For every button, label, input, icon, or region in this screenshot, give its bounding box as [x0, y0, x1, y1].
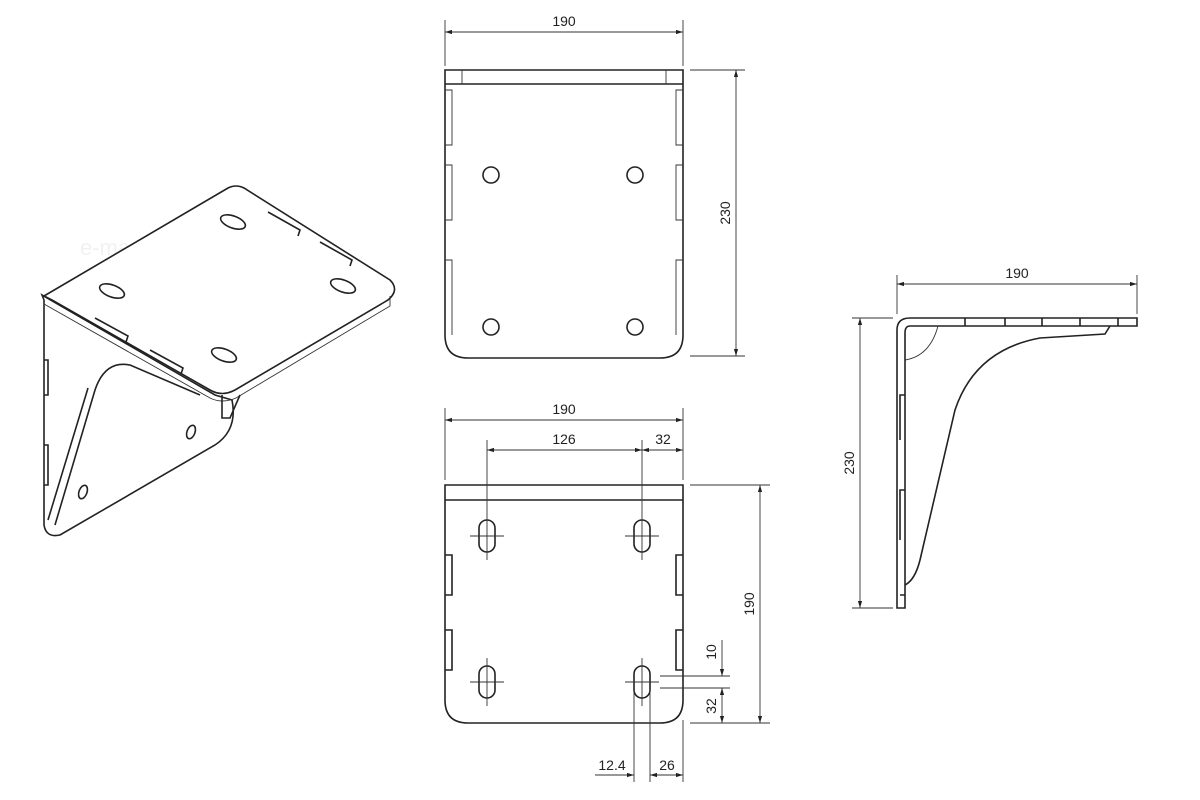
dimension-slot-side-offset: 26 — [659, 757, 675, 773]
side-view: 190 230 — [841, 265, 1138, 609]
gusset-edge — [54, 363, 201, 526]
vertical-plate — [40, 293, 234, 537]
round-holes — [482, 166, 644, 336]
front-view: 190 230 — [444, 13, 745, 359]
dimension-slot-length: 10 — [703, 644, 719, 660]
bottom-plate — [444, 484, 684, 724]
dimension-width: 190 — [552, 13, 576, 29]
front-plate — [444, 69, 684, 359]
dimension-edge-offset: 32 — [655, 431, 671, 447]
dimension-width: 190 — [552, 401, 576, 417]
slot-holes — [98, 214, 357, 363]
dimension-hole-spacing: 126 — [552, 431, 576, 447]
mount-hole — [185, 424, 197, 440]
dimension-width: 190 — [1005, 265, 1029, 281]
dimension-height: 190 — [741, 592, 757, 616]
bottom-view: 190 126 32 190 10 32 12.4 26 — [444, 401, 770, 782]
top-plate — [42, 185, 396, 395]
dimension-height: 230 — [841, 451, 857, 475]
dimension-slot-edge: 32 — [703, 698, 719, 714]
dimension-slot-width: 12.4 — [598, 757, 625, 773]
isometric-view: e-markizy.pl — [40, 185, 396, 537]
mount-hole — [77, 484, 89, 500]
side-profile — [896, 317, 1138, 609]
slot-holes — [470, 512, 659, 706]
dimension-height: 230 — [717, 201, 733, 225]
